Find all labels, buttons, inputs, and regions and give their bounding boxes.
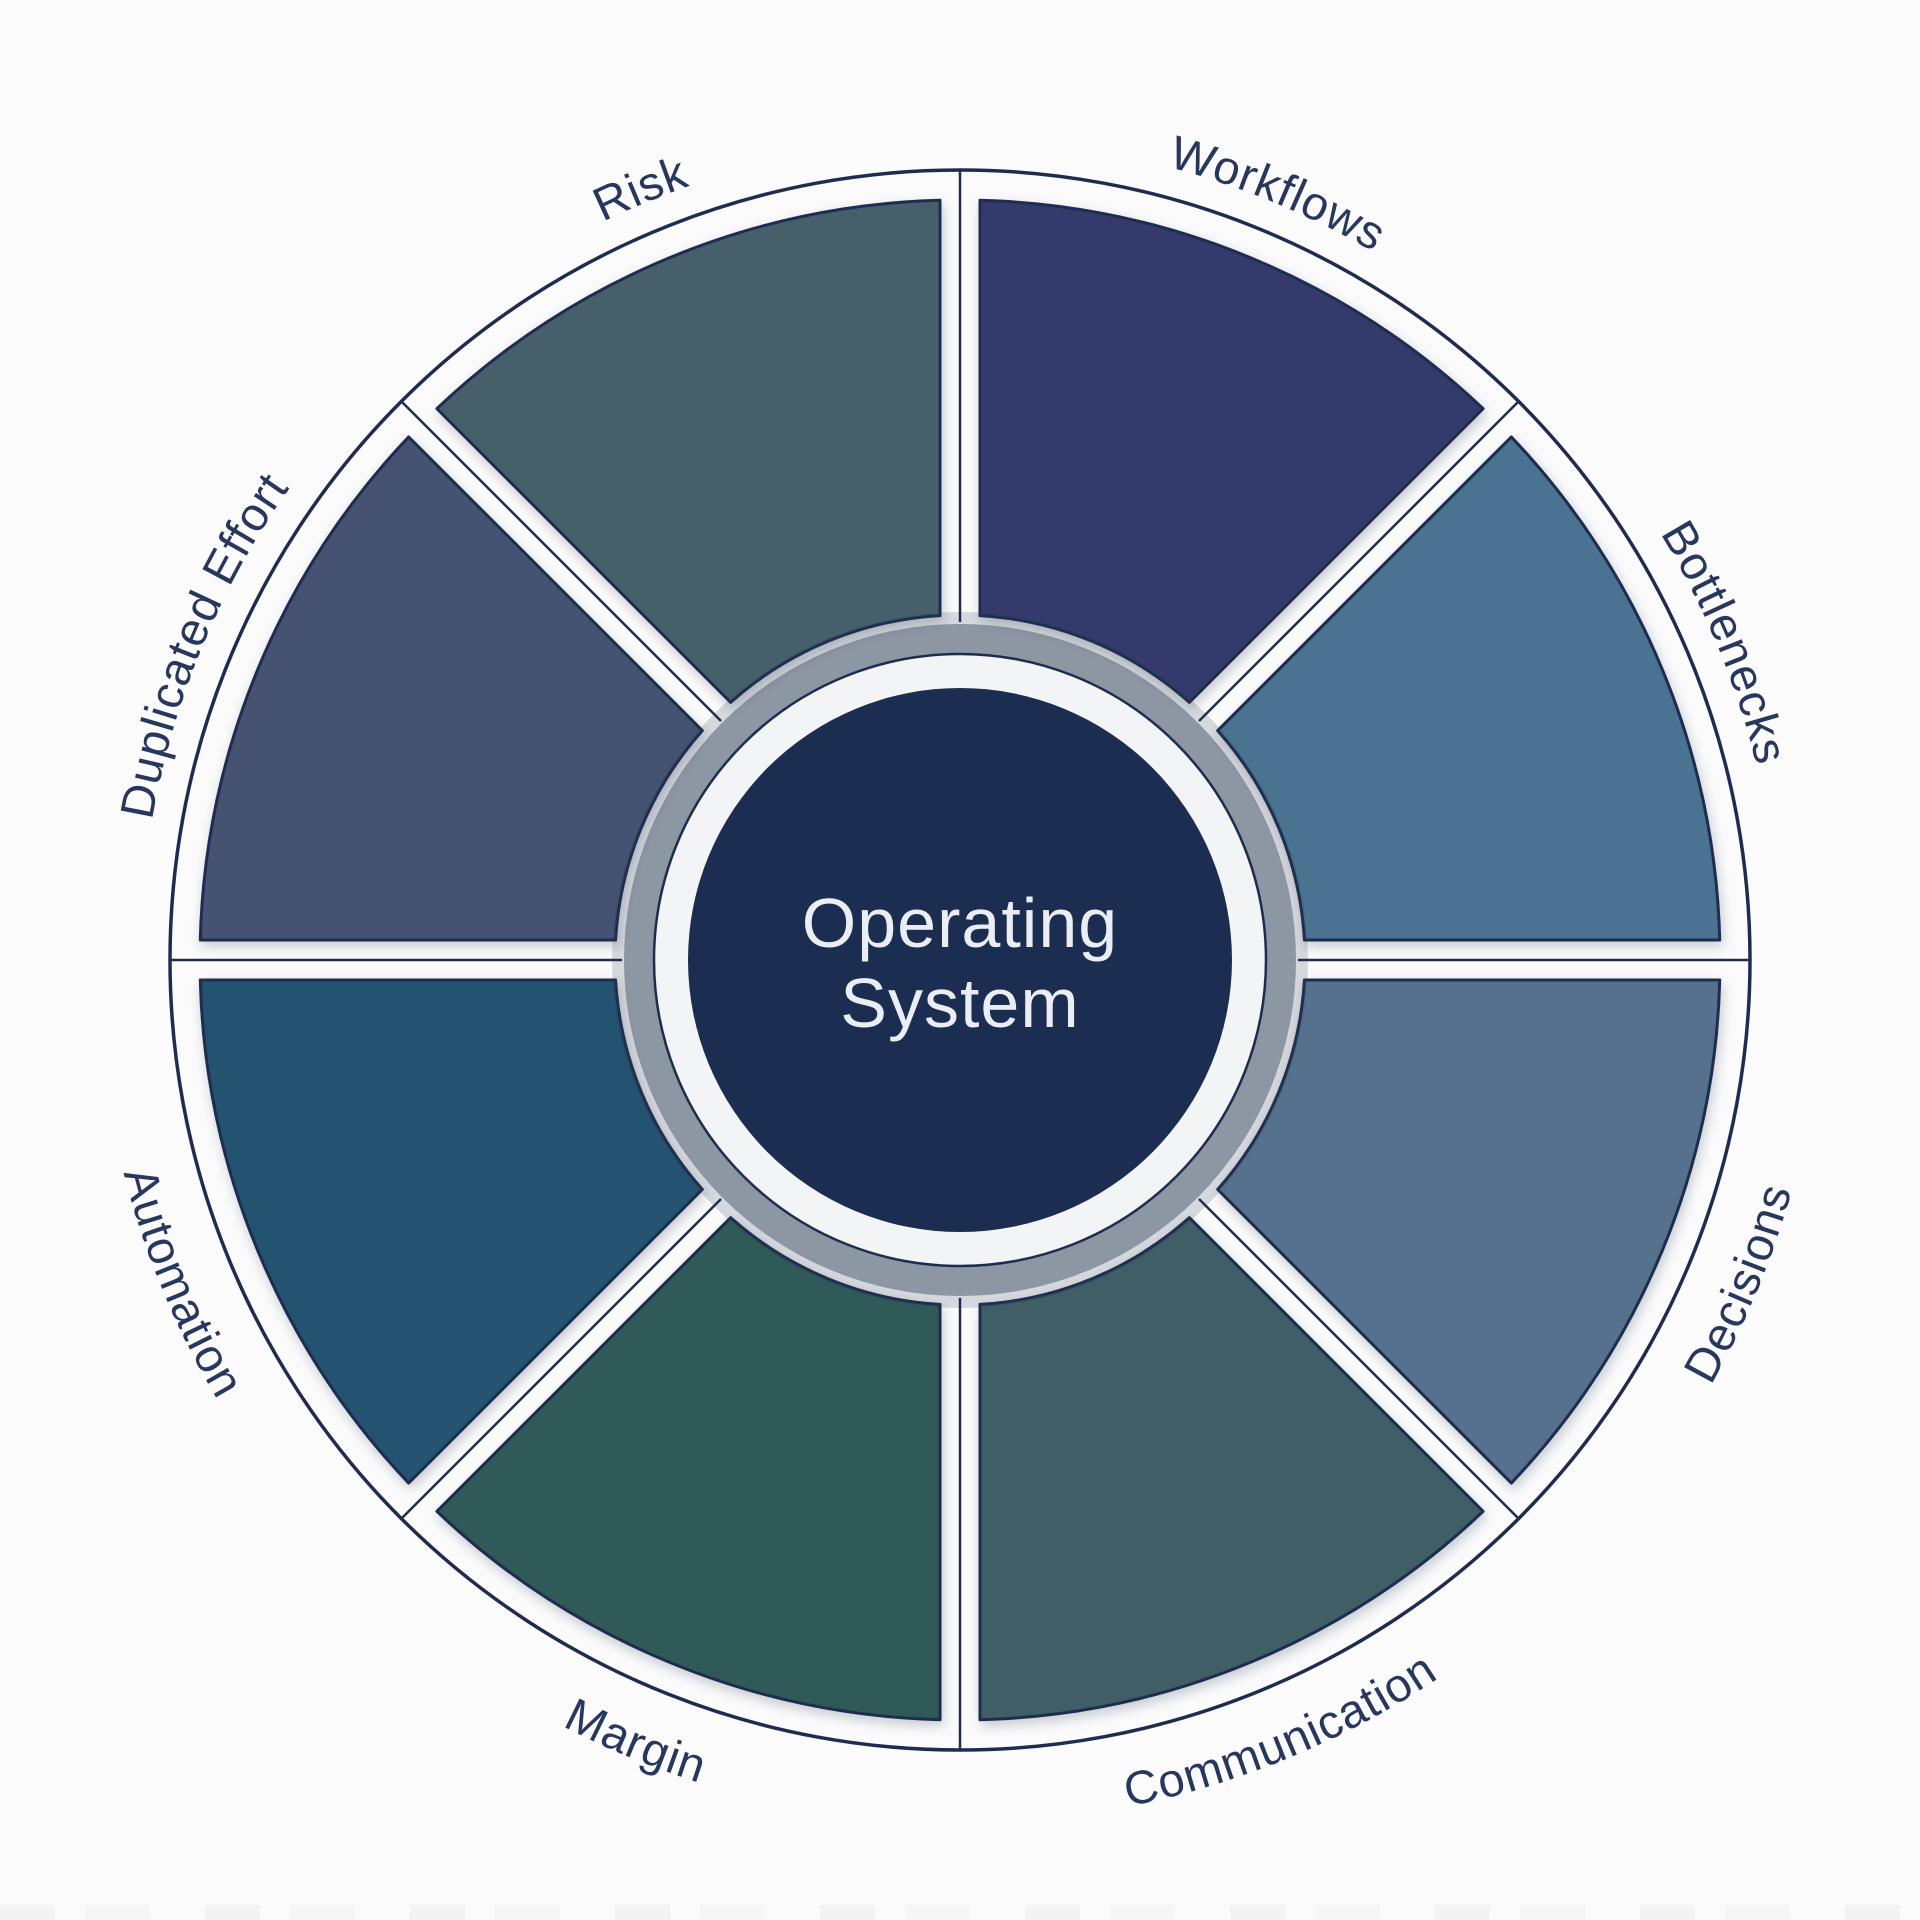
hub-circle <box>688 688 1232 1232</box>
segment-label-automation: Automation <box>114 1161 256 1406</box>
segment-wedge-communication <box>978 1216 1485 1722</box>
segments-group <box>198 198 1722 1722</box>
segment-label-risk: Risk <box>585 145 695 231</box>
segment-wedge-automation <box>198 978 704 1485</box>
segment-label-text: Decisions <box>1673 1178 1801 1391</box>
segment-label-decisions: Decisions <box>1673 1178 1802 1391</box>
segment-wedge-bottlenecks <box>1216 435 1722 942</box>
center-title-line1: Operating <box>802 884 1118 962</box>
spoke-divider-line <box>400 1198 722 1520</box>
segment-label-text: Risk <box>585 145 694 231</box>
segment-wedge-workflows <box>978 198 1485 704</box>
spoke-dividers <box>170 170 1750 1750</box>
segment-label-text: Automation <box>114 1161 255 1406</box>
center-title-line2: System <box>840 964 1079 1042</box>
segment-wedge-risk <box>435 198 942 704</box>
segment-wedge-duplicated-effort <box>198 435 704 942</box>
spoke-divider-line <box>1198 1198 1520 1520</box>
bottom-artifact-strip <box>0 1905 1920 1920</box>
spoke-divider-line <box>1198 400 1520 722</box>
segment-wedge-margin <box>435 1216 942 1722</box>
spoke-divider-line <box>400 400 722 722</box>
segment-wedge-decisions <box>1216 978 1722 1485</box>
